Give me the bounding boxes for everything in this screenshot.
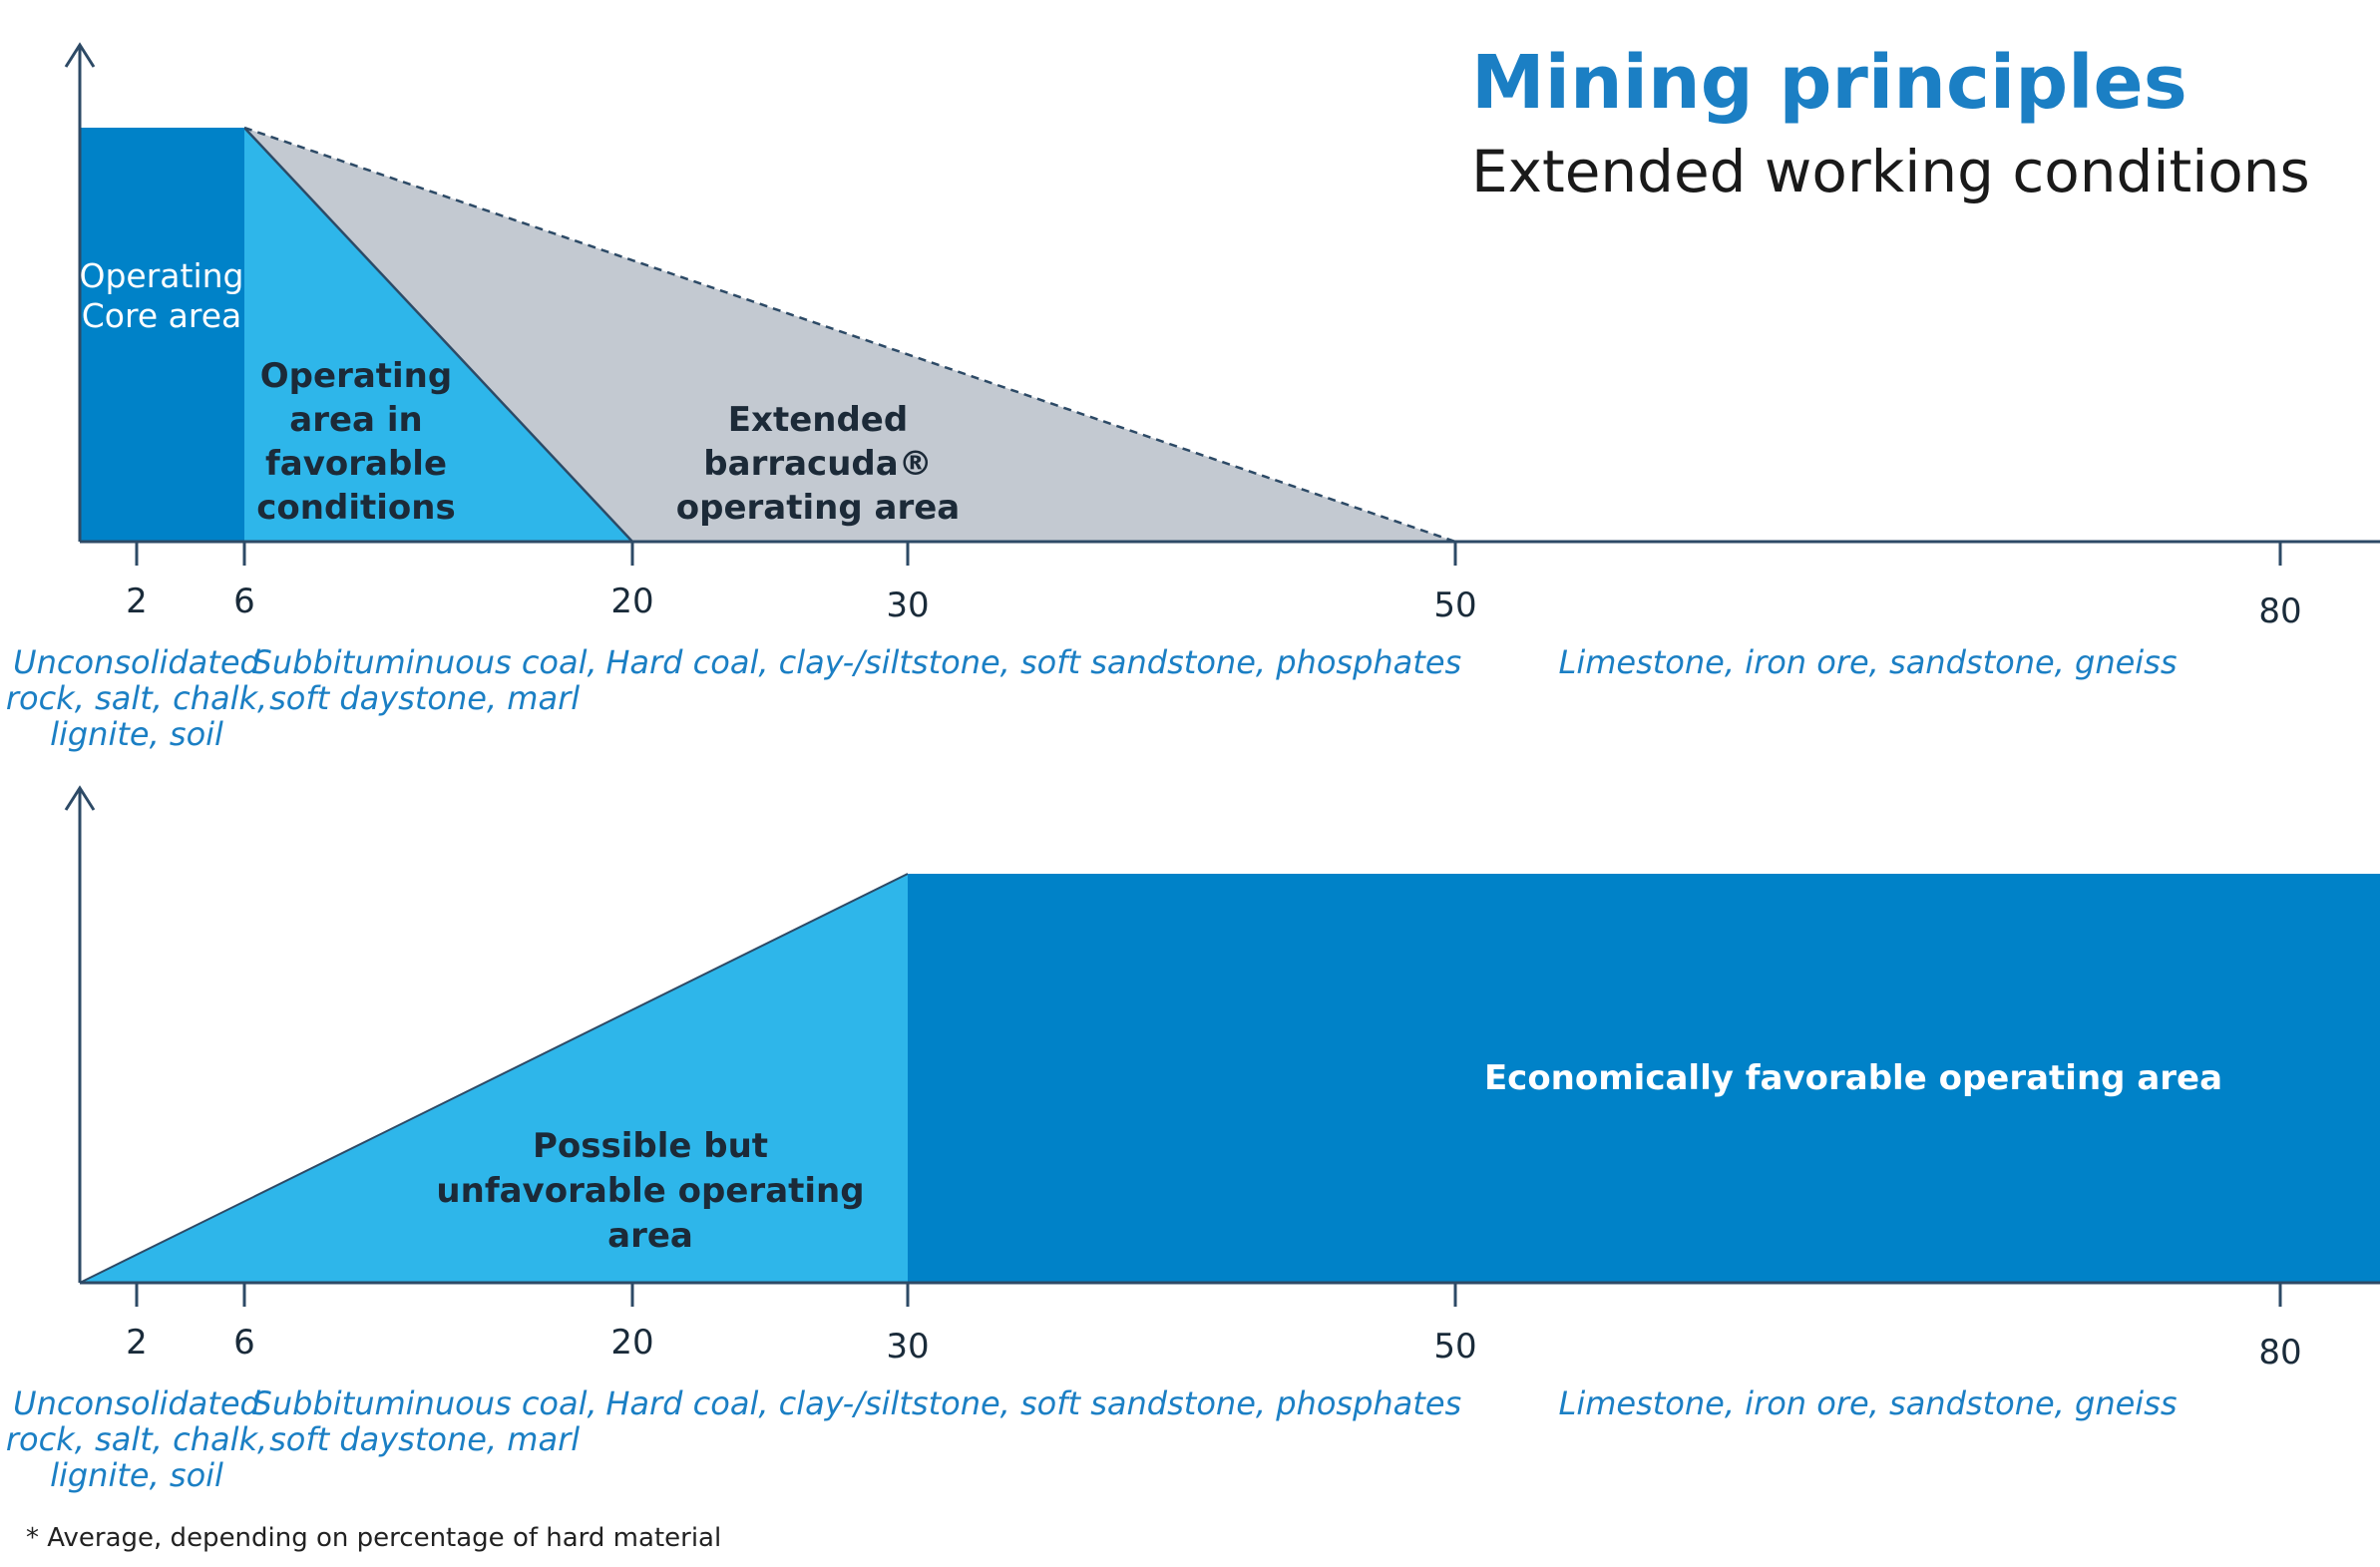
x-tick-label: 6 — [233, 582, 255, 621]
x-tick-label: 2 — [126, 582, 148, 621]
category-label-0-1: Subbituminuous coal,soft daystone, marl — [252, 643, 597, 717]
region-label-0-1-line: conditions — [256, 488, 455, 528]
category-label-1-3: Limestone, iron ore, sandstone, gneiss — [1558, 1384, 2177, 1422]
x-tick-label: 50 — [1433, 586, 1476, 625]
category-label-1-0-line: lignite, soil — [50, 1456, 223, 1494]
x-tick-label: 30 — [886, 586, 929, 625]
region-0-0 — [80, 128, 244, 542]
category-label-0-0-line: rock, salt, chalk, — [6, 679, 267, 717]
x-tick-label: 2 — [126, 1323, 148, 1363]
region-label-1-1: Economically favorable operating area — [1484, 1058, 2222, 1098]
region-label-0-2-line: Extended — [728, 400, 908, 440]
footnote: * Average, depending on percentage of ha… — [26, 1523, 721, 1553]
category-label-0-2: Hard coal, clay-/siltstone, soft sandsto… — [605, 643, 1461, 681]
x-tick-label: 20 — [610, 582, 653, 621]
category-label-0-1-line: soft daystone, marl — [269, 679, 580, 717]
category-label-1-2: Hard coal, clay-/siltstone, soft sandsto… — [605, 1384, 1461, 1422]
region-label-1-1-line: Economically favorable operating area — [1484, 1058, 2222, 1098]
x-tick-label: 80 — [2258, 591, 2301, 631]
x-tick-label: 30 — [886, 1327, 929, 1367]
region-0-1-edge — [243, 127, 633, 543]
x-tick-label: 50 — [1433, 1327, 1476, 1367]
region-label-1-0: Possible but unfavorable operating area — [436, 1126, 864, 1256]
category-label-0-1-line: Subbituminuous coal, — [252, 643, 597, 681]
region-label-1-0-line: unfavorable operating — [436, 1171, 864, 1211]
chart-title: Mining principles — [1471, 40, 2187, 126]
category-label-1-0-line: rock, salt, chalk, — [6, 1420, 267, 1458]
category-label-0-0-line: Unconsolidated — [13, 643, 260, 681]
region-0-2 — [244, 128, 1455, 542]
chart-2-group: 2 6 20 30 50 80 Possible but unfavorable operat… — [6, 785, 2380, 1494]
category-label-1-0-line: Unconsolidated — [13, 1384, 260, 1422]
y-axis-arrow-0 — [64, 42, 96, 68]
region-label-0-1-line: area in — [289, 400, 422, 440]
category-label-0-3-line: Limestone, iron ore, sandstone, gneiss — [1558, 643, 2177, 681]
region-label-0-2-line: operating area — [676, 488, 960, 528]
y-axis-arrow-1 — [64, 785, 96, 811]
region-label-0-1-line: Operating — [260, 356, 452, 396]
category-label-1-1-line: soft daystone, marl — [269, 1420, 580, 1458]
category-label-1-1-line: Subbituminuous coal, — [252, 1384, 597, 1422]
region-label-0-0-line: Core area — [82, 296, 241, 335]
x-tick-label: 6 — [233, 1323, 255, 1363]
x-tick-label: 20 — [610, 1323, 653, 1363]
region-1-0-edge — [79, 873, 909, 1284]
region-label-0-2-line: barracuda® — [703, 444, 932, 484]
region-label-1-0-line: Possible but — [533, 1126, 768, 1166]
category-label-0-3: Limestone, iron ore, sandstone, gneiss — [1558, 643, 2177, 681]
category-label-0-0-line: lignite, soil — [50, 715, 223, 753]
category-label-0-2-line: Hard coal, clay-/siltstone, soft sandsto… — [605, 643, 1461, 681]
category-label-1-2-line: Hard coal, clay-/siltstone, soft sandsto… — [605, 1384, 1461, 1422]
category-label-1-1: Subbituminuous coal,soft daystone, marl — [252, 1384, 597, 1458]
region-label-0-1-line: favorable — [265, 444, 447, 484]
x-tick-label: 80 — [2258, 1333, 2301, 1372]
chart-subtitle: Extended working conditions — [1471, 138, 2310, 205]
region-0-2-edge — [243, 126, 1456, 544]
region-label-0-0-line: Operating — [80, 256, 244, 295]
region-1-1 — [908, 874, 2380, 1283]
category-label-1-3-line: Limestone, iron ore, sandstone, gneiss — [1558, 1384, 2177, 1422]
region-label-1-0-line: area — [607, 1216, 693, 1256]
